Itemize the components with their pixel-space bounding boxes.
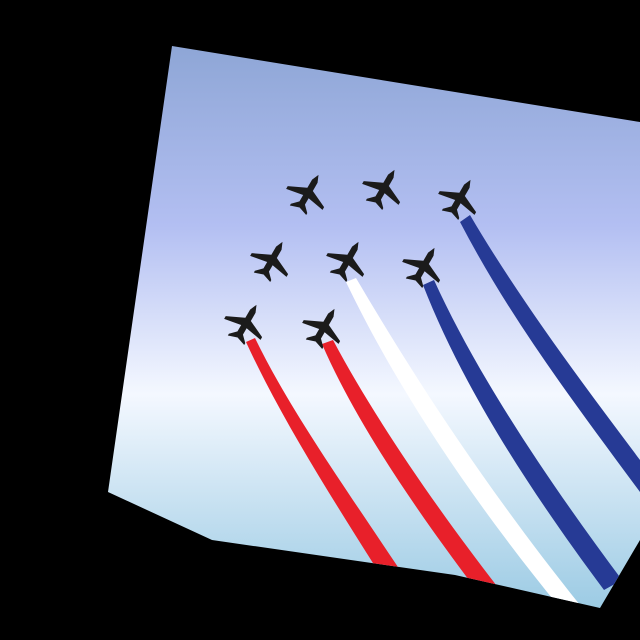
white-smoke-trail xyxy=(346,278,580,608)
red-smoke-trail-left xyxy=(246,338,410,590)
blue-smoke-trail-middle xyxy=(423,280,622,590)
smoke-trails xyxy=(246,215,640,608)
red-smoke-trail-right xyxy=(322,340,500,592)
blue-smoke-trail-right xyxy=(460,215,640,492)
